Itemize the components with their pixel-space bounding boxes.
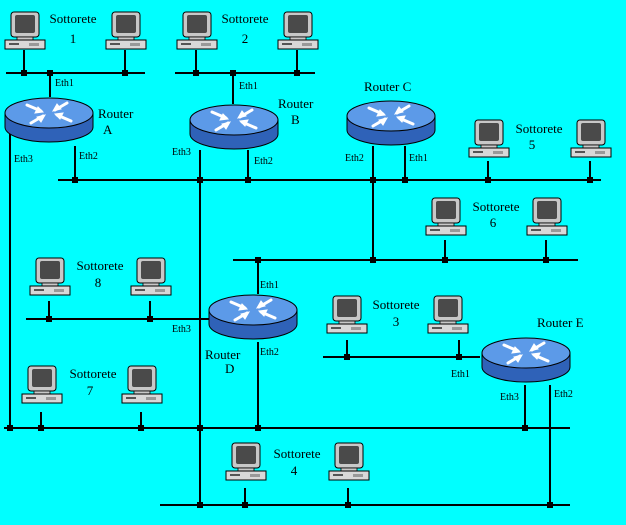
computer-icon — [425, 197, 467, 236]
computer-icon — [328, 442, 370, 481]
subnet-6-title: Sottorete — [473, 199, 520, 214]
subnet-1-title: Sottorete — [50, 11, 97, 26]
subnet-3-number: 3 — [393, 314, 400, 329]
computer-icon — [21, 365, 63, 404]
subnet-6-number: 6 — [490, 215, 497, 230]
router-d-eth3: Eth3 — [172, 324, 191, 335]
router-b-eth2: Eth2 — [254, 156, 273, 167]
computer-icon — [130, 257, 172, 296]
bus-junctions — [7, 70, 593, 508]
router-icon — [188, 103, 280, 151]
computer-icon — [29, 257, 71, 296]
router-e: Router E Eth1 Eth2 Eth3 — [451, 315, 584, 403]
router-b-eth3: Eth3 — [172, 147, 191, 158]
computer-icon — [468, 119, 510, 158]
router-c-title: Router C — [364, 79, 411, 94]
computer-icon — [277, 11, 319, 50]
router-icon — [3, 96, 95, 144]
subnet-7-title: Sottorete — [70, 366, 117, 381]
router-a: Router A Eth1 Eth2 Eth3 — [3, 78, 134, 165]
router-b-eth1: Eth1 — [239, 81, 258, 92]
router-a-eth3: Eth3 — [14, 154, 33, 165]
router-a-eth1: Eth1 — [55, 78, 74, 89]
subnet-1-number: 1 — [70, 31, 77, 46]
subnet-4-number: 4 — [291, 463, 298, 478]
router-b: Router B Eth1 Eth2 Eth3 — [172, 81, 314, 167]
router-c: Router C Eth1 Eth2 — [345, 79, 437, 164]
computer-icon — [176, 11, 218, 50]
router-e-title: Router E — [537, 315, 584, 330]
subnet-3-title: Sottorete — [373, 297, 420, 312]
subnet-5-number: 5 — [529, 137, 536, 152]
router-icon — [345, 99, 437, 147]
subnet-2-number: 2 — [242, 31, 249, 46]
router-e-eth1: Eth1 — [451, 369, 470, 380]
router-e-eth3: Eth3 — [500, 392, 519, 403]
router-d-eth2: Eth2 — [260, 347, 279, 358]
router-icon — [207, 293, 299, 341]
router-a-eth2: Eth2 — [79, 151, 98, 162]
network-wires — [4, 50, 601, 506]
subnet-labels: Sottorete 1 Sottorete 2 Sottorete 3 Sott… — [50, 11, 563, 478]
computer-icon — [225, 442, 267, 481]
subnet-4-title: Sottorete — [274, 446, 321, 461]
subnet-8-title: Sottorete — [77, 258, 124, 273]
computer-icon — [4, 11, 46, 50]
computer-icon — [326, 295, 368, 334]
router-a-letter: A — [103, 122, 113, 137]
computer-icon — [427, 295, 469, 334]
router-d-letter: D — [225, 361, 234, 376]
subnet-2-title: Sottorete — [222, 11, 269, 26]
router-d-title: Router — [205, 347, 241, 362]
computer-icon — [121, 365, 163, 404]
computer-icon — [526, 197, 568, 236]
router-c-eth2: Eth2 — [345, 153, 364, 164]
computer-icon — [570, 119, 612, 158]
subnet-7-number: 7 — [87, 383, 94, 398]
router-c-eth1: Eth1 — [409, 153, 428, 164]
router-a-title: Router — [98, 106, 134, 121]
router-e-eth2: Eth2 — [554, 389, 573, 400]
router-d: Router D Eth1 Eth2 Eth3 — [172, 280, 299, 376]
subnet-5-title: Sottorete — [516, 121, 563, 136]
router-b-title: Router — [278, 96, 314, 111]
computer-icon — [105, 11, 147, 50]
router-icon — [480, 336, 572, 384]
subnet-8-number: 8 — [95, 275, 102, 290]
router-b-letter: B — [291, 112, 300, 127]
router-d-eth1: Eth1 — [260, 280, 279, 291]
computers — [4, 11, 612, 481]
